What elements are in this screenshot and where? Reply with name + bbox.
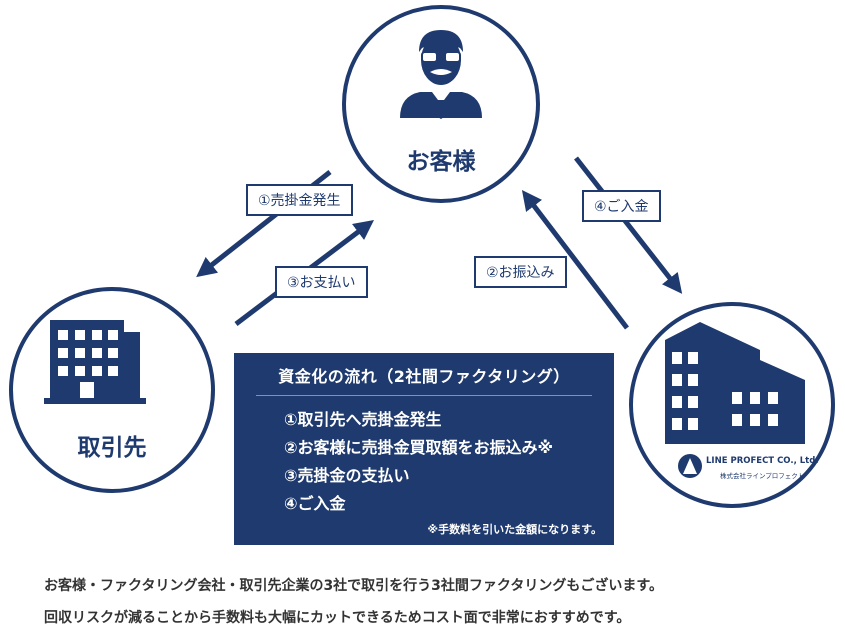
- customer-label: お客様: [406, 149, 476, 175]
- company-logo-icon: [678, 454, 702, 478]
- businessman-icon: [400, 30, 482, 119]
- flow-step: ④ご入金: [284, 494, 346, 513]
- flow-step: ①取引先へ売掛金発生: [284, 410, 442, 429]
- company-name: LINE PROFECT CO., Ltd.: [706, 456, 819, 466]
- arrow-step2: [521, 190, 629, 330]
- arrow-label-step4: ④ご入金: [582, 190, 661, 222]
- office-building-icon: [44, 320, 146, 404]
- supplier-label: 取引先: [77, 435, 147, 461]
- flow-title: 資金化の流れ（2社間ファクタリング）: [278, 367, 570, 386]
- flow-divider: [256, 395, 592, 396]
- description-line-2: 回収リスクが減ることから手数料も大幅にカットできるためコスト面で非常におすすめで…: [44, 610, 631, 626]
- flow-step: ③売掛金の支払い: [284, 466, 410, 485]
- flow-summary-box: 資金化の流れ（2社間ファクタリング） ①取引先へ売掛金発生 ②お客様に売掛金買取…: [234, 353, 614, 545]
- arrow-step4: [574, 156, 683, 294]
- arrow-label-step2: ②お振込み: [474, 256, 567, 288]
- flow-step: ②お客様に売掛金買取額をお振込み※: [284, 438, 554, 457]
- company-logo: LINE PROFECT CO., Ltd. 株式会社ラインプロフェクト: [674, 454, 819, 486]
- flow-note: ※手数料を引いた金額になります。: [427, 523, 602, 536]
- arrow-label-step3: ③お支払い: [275, 266, 368, 298]
- description-line-1: お客様・ファクタリング会社・取引先企業の3社で取引を行う3社間ファクタリングもご…: [44, 578, 663, 594]
- office-buildings-icon: [665, 322, 805, 444]
- arrow-label-step1: ①売掛金発生: [246, 184, 353, 216]
- company-subname: 株式会社ラインプロフェクト: [720, 472, 805, 480]
- flow-steps-list: ①取引先へ売掛金発生 ②お客様に売掛金買取額をお振込み※ ③売掛金の支払い ④ご…: [256, 406, 592, 518]
